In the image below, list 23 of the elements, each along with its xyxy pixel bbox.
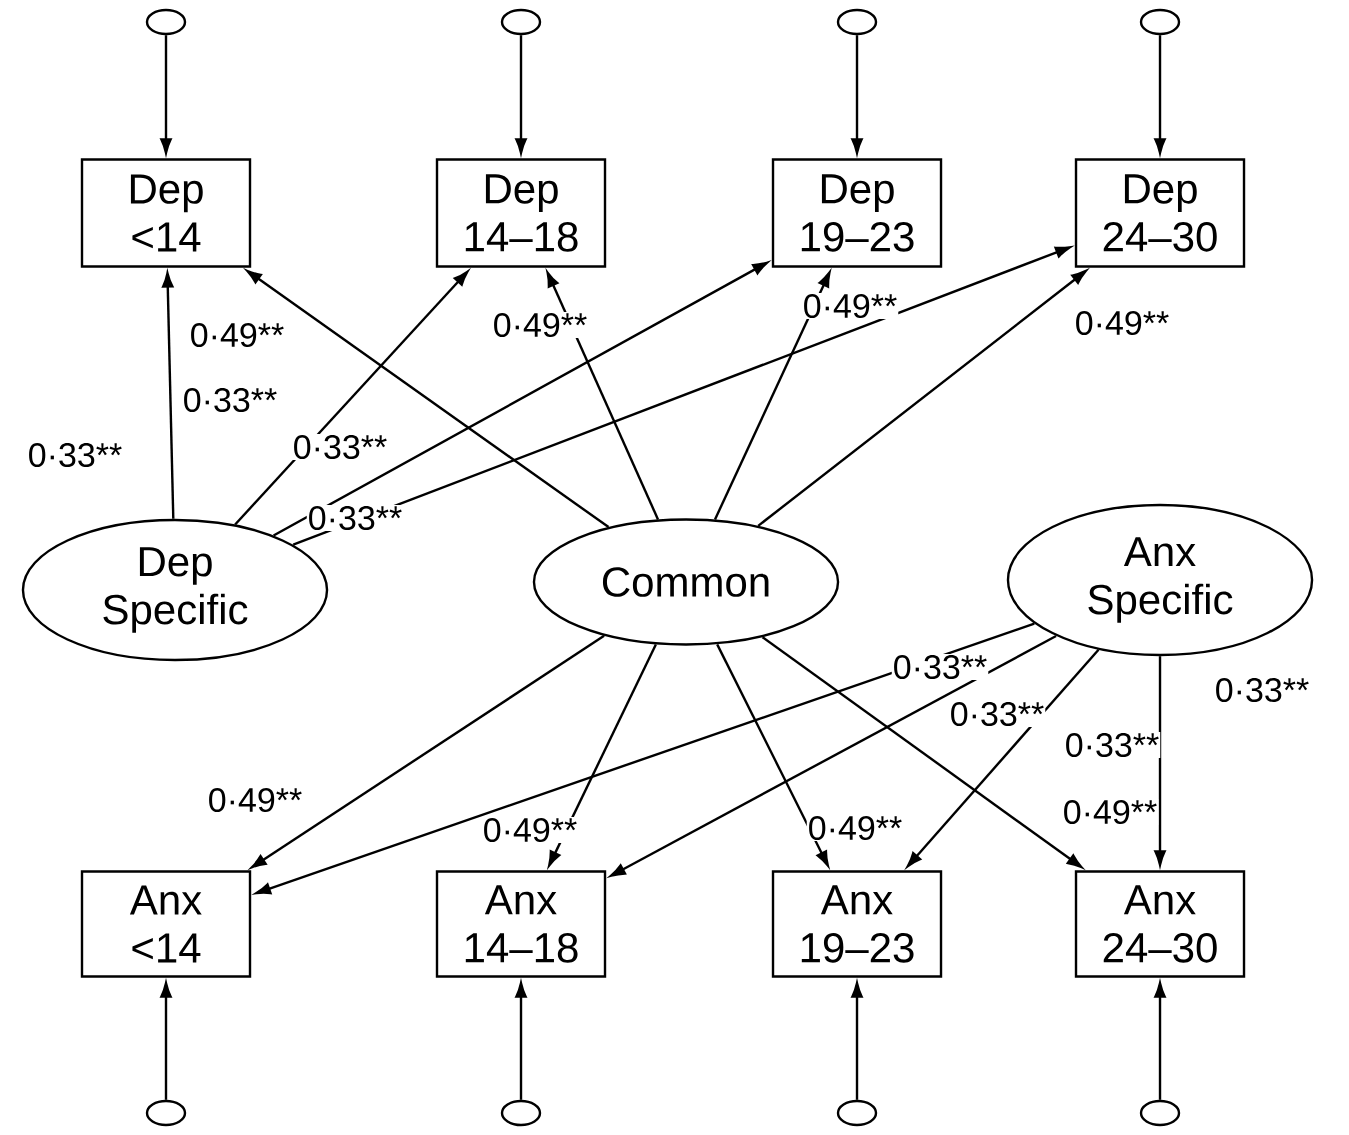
edge-label: 0·33**	[1063, 731, 1161, 759]
edge-label: 0·33**	[1213, 676, 1311, 704]
variable-box: Dep 14–18	[435, 158, 607, 268]
variable-box: Dep 24–30	[1074, 158, 1246, 268]
error-ellipse	[836, 1099, 878, 1127]
variable-box: Anx 24–30	[1074, 870, 1246, 978]
variable-box: Anx 19–23	[771, 870, 943, 978]
variable-box: Dep <14	[80, 158, 252, 268]
error-ellipse	[145, 8, 187, 36]
variable-box: Dep 19–23	[771, 158, 943, 268]
edge-label: 0·33**	[181, 386, 279, 414]
error-ellipse	[1139, 1099, 1181, 1127]
variable-box: Anx 14–18	[435, 870, 607, 978]
variable-box: Anx <14	[80, 870, 252, 978]
error-ellipse	[500, 1099, 542, 1127]
edge-label: 0·49**	[188, 321, 286, 349]
error-ellipse	[145, 1099, 187, 1127]
edge-label: 0·49**	[1073, 309, 1171, 337]
error-ellipse	[1139, 8, 1181, 36]
error-ellipse	[500, 8, 542, 36]
error-ellipse	[836, 8, 878, 36]
edge-label: 0·49**	[1061, 798, 1159, 826]
edge-label: 0·33**	[26, 441, 124, 469]
